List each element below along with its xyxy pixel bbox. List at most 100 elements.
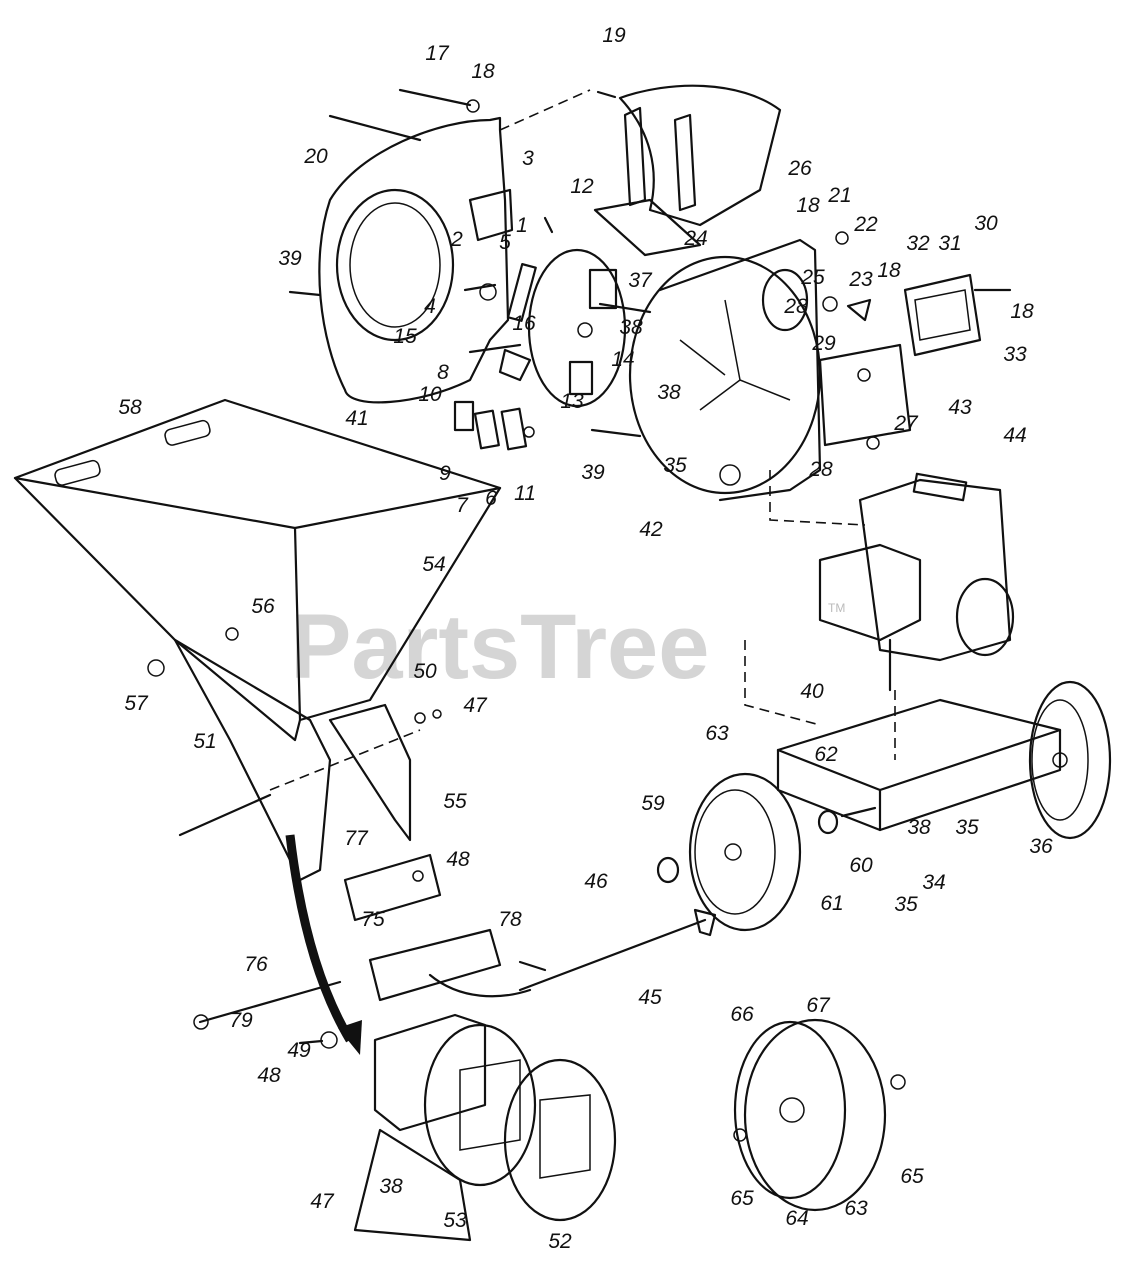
part-callout-30: 30 xyxy=(974,212,998,235)
part-callout-35: 35 xyxy=(894,893,918,916)
part-callout-2: 2 xyxy=(450,228,463,251)
watermark-tm: TM xyxy=(828,601,845,615)
spare-wheel xyxy=(733,1018,906,1212)
part-callout-56: 56 xyxy=(251,595,275,618)
front-wheel xyxy=(656,772,877,932)
part-callout-79: 79 xyxy=(229,1009,253,1032)
part-callout-7: 7 xyxy=(456,494,469,517)
part-callout-15: 15 xyxy=(393,325,417,348)
side-guard xyxy=(818,231,1012,450)
part-callout-47: 47 xyxy=(463,694,488,717)
part-callout-9: 9 xyxy=(439,462,451,485)
part-callout-25: 25 xyxy=(800,266,825,289)
part-callout-20: 20 xyxy=(303,145,328,168)
part-callout-62: 62 xyxy=(814,743,838,766)
part-callout-38: 38 xyxy=(657,381,681,404)
part-callout-45: 45 xyxy=(638,986,662,1009)
part-callout-18: 18 xyxy=(1010,300,1034,323)
part-callout-28: 28 xyxy=(783,295,808,318)
part-callout-13: 13 xyxy=(560,390,584,413)
part-callout-76: 76 xyxy=(244,953,268,976)
assembly-lines xyxy=(744,470,896,760)
part-callout-48: 48 xyxy=(257,1064,281,1087)
part-callout-78: 78 xyxy=(498,908,522,931)
part-callout-65: 65 xyxy=(900,1165,924,1188)
part-callout-48: 48 xyxy=(446,848,470,871)
housing-plate-left xyxy=(318,116,514,404)
part-callout-27: 27 xyxy=(893,412,919,435)
part-callout-40: 40 xyxy=(800,680,824,703)
part-callout-42: 42 xyxy=(639,518,663,541)
part-callout-29: 29 xyxy=(811,332,836,355)
part-callout-18: 18 xyxy=(877,259,901,282)
part-callout-50: 50 xyxy=(413,660,437,683)
assembly-arrow xyxy=(285,834,354,1043)
part-callout-53: 53 xyxy=(443,1209,467,1232)
part-callout-66: 66 xyxy=(730,1003,754,1026)
feed-chute xyxy=(147,627,442,882)
pull-rod xyxy=(518,908,717,992)
watermark-text: PartsTree xyxy=(290,596,709,698)
part-callout-28: 28 xyxy=(808,458,833,481)
part-callout-60: 60 xyxy=(849,854,873,877)
part-callout-77: 77 xyxy=(344,827,369,850)
part-callout-18: 18 xyxy=(471,60,495,83)
part-callout-75: 75 xyxy=(361,908,385,931)
rear-wheel xyxy=(1028,680,1112,840)
part-callout-63: 63 xyxy=(705,722,729,745)
part-callout-39: 39 xyxy=(278,247,302,270)
part-callout-46: 46 xyxy=(584,870,608,893)
hardware-left xyxy=(288,88,554,451)
part-callout-67: 67 xyxy=(806,994,831,1017)
part-callout-33: 33 xyxy=(1003,343,1027,366)
part-callout-21: 21 xyxy=(827,184,851,207)
part-callout-11: 11 xyxy=(514,482,536,505)
chipper-disc xyxy=(527,248,652,438)
part-callout-14: 14 xyxy=(611,348,634,371)
arrow-head xyxy=(338,1020,362,1055)
part-callout-37: 37 xyxy=(628,269,653,292)
part-callout-38: 38 xyxy=(379,1175,403,1198)
part-callout-26: 26 xyxy=(787,157,812,180)
part-callout-6: 6 xyxy=(485,487,497,510)
part-callout-34: 34 xyxy=(922,871,945,894)
part-callout-10: 10 xyxy=(418,383,442,406)
part-callout-63: 63 xyxy=(844,1197,868,1220)
part-callout-1: 1 xyxy=(516,214,528,237)
part-callout-18: 18 xyxy=(796,194,820,217)
discharge-chute xyxy=(499,84,782,257)
part-callout-54: 54 xyxy=(422,553,445,576)
part-callout-35: 35 xyxy=(955,816,979,839)
part-callout-65: 65 xyxy=(730,1187,754,1210)
part-callout-8: 8 xyxy=(437,361,449,384)
chute-base xyxy=(298,1013,617,1242)
part-callout-31: 31 xyxy=(938,232,961,255)
main-housing xyxy=(628,238,822,502)
part-callout-16: 16 xyxy=(512,312,536,335)
part-callout-44: 44 xyxy=(1003,424,1026,447)
hopper xyxy=(13,398,502,742)
part-callout-3: 3 xyxy=(522,147,534,170)
part-callout-41: 41 xyxy=(345,407,368,430)
part-callout-19: 19 xyxy=(602,24,626,47)
part-callout-24: 24 xyxy=(683,227,707,250)
part-callout-39: 39 xyxy=(581,461,605,484)
part-callout-49: 49 xyxy=(287,1039,311,1062)
part-callout-17: 17 xyxy=(425,42,450,65)
part-callout-52: 52 xyxy=(548,1230,572,1253)
part-callout-35: 35 xyxy=(663,454,687,477)
part-callout-22: 22 xyxy=(853,213,878,236)
part-callout-64: 64 xyxy=(785,1207,808,1230)
lower-bracket xyxy=(193,853,532,1030)
part-callout-55: 55 xyxy=(443,790,467,813)
part-callout-58: 58 xyxy=(118,396,142,419)
part-callout-43: 43 xyxy=(948,396,972,419)
part-callout-38: 38 xyxy=(907,816,931,839)
part-callout-4: 4 xyxy=(424,295,436,318)
part-callout-36: 36 xyxy=(1029,835,1053,858)
engine xyxy=(818,472,1015,692)
part-callout-38: 38 xyxy=(619,316,643,339)
part-callout-32: 32 xyxy=(906,232,930,255)
